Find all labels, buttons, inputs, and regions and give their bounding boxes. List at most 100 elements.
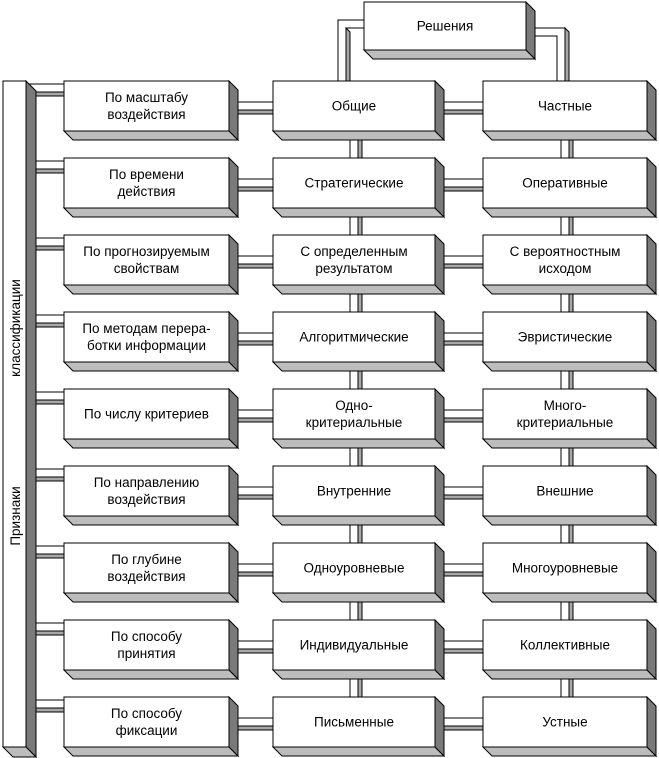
criterion-box-shadow-bottom <box>62 130 240 141</box>
category-box-left: Внутренние <box>271 464 446 527</box>
criterion-box-label-line: воздействия <box>107 492 185 507</box>
category-box-left: Одноуровневые <box>271 541 446 604</box>
category-box-right-face <box>482 157 648 209</box>
criterion-box-label-line: свойствам <box>114 261 180 276</box>
criterion-box-face <box>63 696 230 748</box>
category-box-right: Коллективные <box>481 618 658 681</box>
category-box-right-face <box>482 465 648 517</box>
category-box-left-face <box>272 619 436 671</box>
category-box-right: Внешние <box>481 464 658 527</box>
category-box-left-shadow-side <box>434 618 445 681</box>
category-box-right-face <box>482 80 648 132</box>
criterion-box-label-line: По способу <box>111 629 182 644</box>
category-box-right-label-line: исходом <box>539 261 592 276</box>
category-box-left-label-line: Алгоритмические <box>299 330 408 345</box>
category-box-right-shadow-bottom <box>481 207 658 218</box>
criterion-box-shadow-side <box>228 310 239 373</box>
category-box-right-face <box>482 234 648 286</box>
category-box-right-shadow-bottom <box>481 438 658 449</box>
category-box-left: Письменные <box>271 695 446 758</box>
criterion-box-shadow-side <box>228 541 239 604</box>
category-box-right-shadow-bottom <box>481 592 658 603</box>
category-box-left: Стратегические <box>271 156 446 219</box>
category-box-left-label-line: Индивидуальные <box>300 638 409 653</box>
criterion-box-label-line: По способу <box>111 706 182 721</box>
category-box-left-shadow-side <box>434 464 445 527</box>
criterion-box-shadow-side <box>228 464 239 527</box>
category-box-right-face <box>482 619 648 671</box>
category-box-left: Алгоритмические <box>271 310 446 373</box>
category-box-left-shadow-side <box>434 387 445 450</box>
category-box-right-shadow-side <box>646 464 657 527</box>
root-box-face <box>363 1 527 51</box>
category-box-right-shadow-side <box>646 310 657 373</box>
category-box-right-label-line: Много- <box>544 398 587 413</box>
category-box-right-label-line: Устные <box>542 715 587 730</box>
category-box-right-shadow-side <box>646 156 657 219</box>
category-box-left-label-line: Общие <box>332 99 376 114</box>
criterion-box-label-line: По глубине <box>111 552 182 567</box>
category-box-right-shadow-bottom <box>481 130 658 141</box>
category-box-left-shadow-side <box>434 695 445 758</box>
category-box-right-label-line: Многоуровневые <box>512 561 618 576</box>
criterion-box-shadow-bottom <box>62 515 240 526</box>
criterion-box-label-line: действия <box>118 184 176 199</box>
category-box-left-label-line: С определенным <box>300 244 407 259</box>
side-bar-lower-text: Признаки <box>8 486 23 545</box>
criterion-box-shadow-side <box>228 233 239 296</box>
category-box-left-shadow-bottom <box>271 361 446 372</box>
criterion-box-label-line: ботки информации <box>87 338 206 353</box>
category-box-left-shadow-bottom <box>271 207 446 218</box>
category-box-right-shadow-side <box>646 618 657 681</box>
category-box-left-face <box>272 234 436 286</box>
category-box-left-face <box>272 696 436 748</box>
criterion-box-face <box>63 542 230 594</box>
criterion-box-face <box>63 157 230 209</box>
category-box-right-shadow-side <box>646 387 657 450</box>
category-box-left-label-line: критериальные <box>306 415 403 430</box>
category-box-left-face <box>272 311 436 363</box>
criterion-box-label-line: По масштабу <box>105 90 188 105</box>
category-box-left: С определенным результатом <box>271 233 446 296</box>
category-box-left-face <box>272 465 436 517</box>
criterion-box-shadow-bottom <box>62 361 240 372</box>
criterion-box-face <box>63 388 230 440</box>
root-connector-right-shade <box>564 26 570 82</box>
root-box-shadow-side <box>525 0 536 61</box>
category-box-right-face <box>482 311 648 363</box>
root-connector-left-shade <box>345 26 351 82</box>
category-box-left-face <box>272 157 436 209</box>
category-box-left-label-line: Внутренние <box>317 484 391 499</box>
category-box-right-label-line: Частные <box>538 99 592 114</box>
category-box-right-face <box>482 696 648 748</box>
category-box-left-label-line: результатом <box>315 261 392 276</box>
category-box-left: Одно-критериальные <box>271 387 446 450</box>
category-box-right-shadow-bottom <box>481 746 658 757</box>
category-box-right-shadow-side <box>646 541 657 604</box>
criterion-box-shadow-side <box>228 387 239 450</box>
root-box-label-line: Решения <box>417 19 474 34</box>
category-box-right: Эвристические <box>481 310 658 373</box>
category-box-left: Индивидуальные <box>271 618 446 681</box>
category-box-left-label-line: Стратегические <box>305 176 404 191</box>
category-box-left-shadow-side <box>434 233 445 296</box>
category-box-left-shadow-bottom <box>271 669 446 680</box>
criterion-box-shadow-bottom <box>62 669 240 680</box>
category-box-right-label-line: Коллективные <box>520 638 610 653</box>
category-box-right: Оперативные <box>481 156 658 219</box>
category-box-right-shadow-bottom <box>481 361 658 372</box>
category-box-right-shadow-side <box>646 79 657 142</box>
category-box-right-label-line: Эвристические <box>518 330 613 345</box>
criterion-box-shadow-bottom <box>62 207 240 218</box>
category-box-right-label-line: Внешние <box>536 484 593 499</box>
criterion-box-shadow-bottom <box>62 284 240 295</box>
category-box-left-shadow-bottom <box>271 515 446 526</box>
side-bar-face <box>2 80 27 748</box>
criterion-box-label-line: По прогнозируемым <box>83 244 209 259</box>
category-box-right-face <box>482 542 648 594</box>
